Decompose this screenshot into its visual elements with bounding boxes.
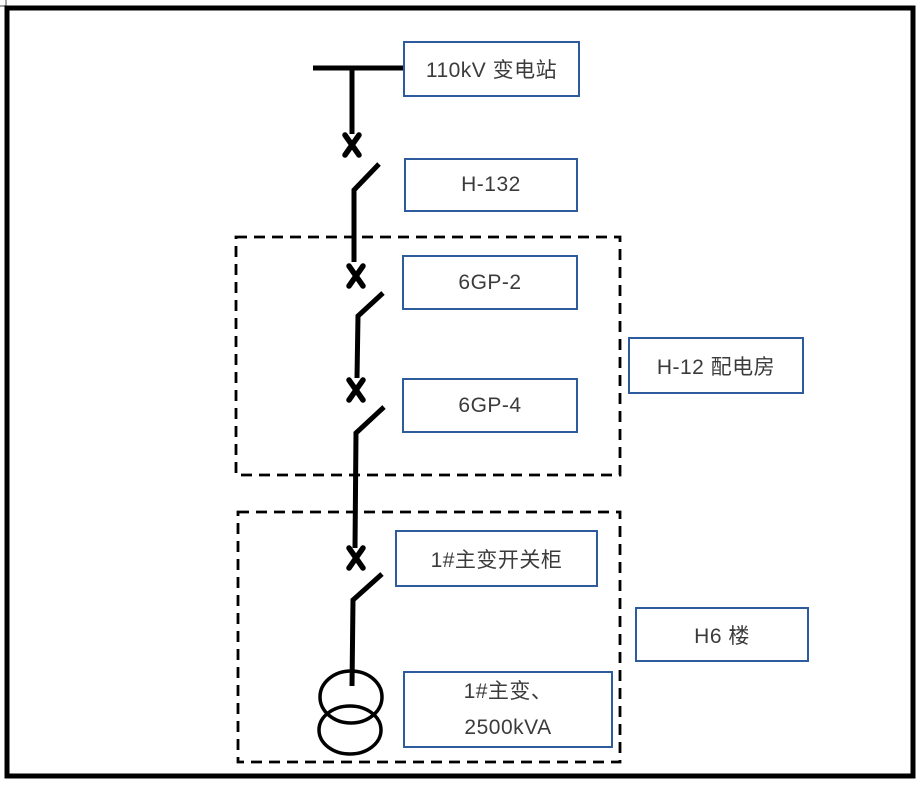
label-box-main-switchgear: 1#主变开关柜	[395, 530, 598, 587]
transformer-label-line1: 1#主变、	[463, 679, 553, 703]
label-box-building: H6 楼	[635, 607, 809, 662]
breaker-x-icon-3	[346, 377, 366, 403]
disconnector-switch-4	[349, 572, 384, 687]
transformer-icon	[317, 669, 384, 756]
region-h6-building	[236, 510, 622, 764]
disconnector-switch-3	[352, 405, 386, 549]
label-box-cabinet-6gp2: 6GP-2	[402, 255, 578, 310]
outer-frame	[4, 5, 916, 779]
region-h12-distribution-room	[234, 235, 622, 477]
disconnector-switch-1	[351, 162, 381, 262]
label-box-incoming-feeder: H-132	[404, 158, 578, 212]
breaker-x-icon-2	[346, 263, 366, 289]
label-box-transformer: 1#主变、 2500kVA	[403, 671, 613, 748]
label-box-cabinet-6gp4: 6GP-4	[402, 378, 578, 433]
breaker-x-icon-1	[342, 132, 362, 158]
table-handle-mark	[0, 0, 7, 7]
label-box-distribution-room: H-12 配电房	[628, 337, 804, 394]
label-box-substation: 110kV 变电站	[403, 41, 580, 97]
disconnector-switch-2	[354, 291, 385, 379]
transformer-label-line2: 2500kVA	[464, 715, 552, 739]
breaker-x-icon-4	[346, 545, 366, 571]
